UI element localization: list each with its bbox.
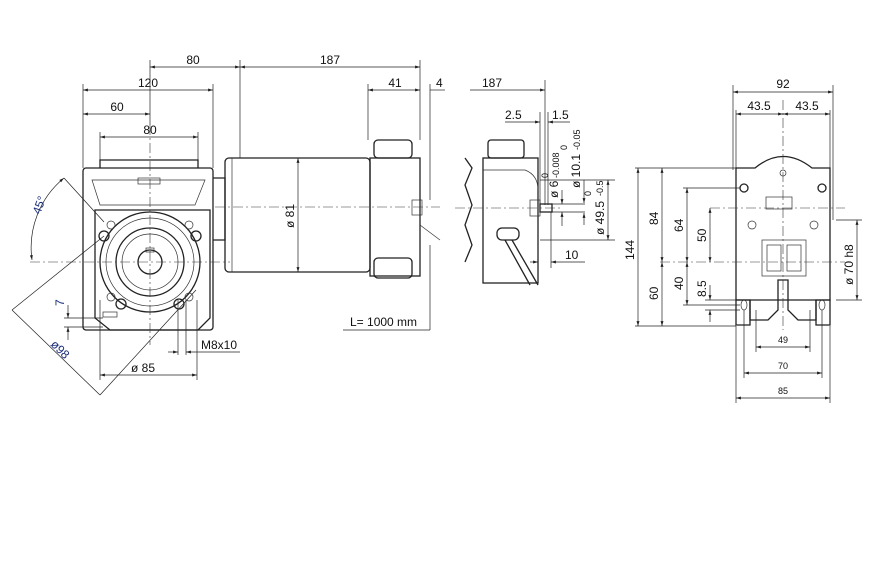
- dia-49-5-lower-tol: -0.5: [595, 180, 605, 196]
- dia-70-h8: ø 70 h8: [842, 244, 856, 285]
- dia-10-1: ø 10.1: [569, 154, 583, 188]
- dim-2-5: 2.5: [505, 108, 522, 122]
- bolt-holes: [98, 220, 202, 310]
- dia-10-1-lower-tol: -0.05: [572, 129, 582, 150]
- dim-85: 85: [778, 386, 788, 396]
- right-view: 92 43.5 43.5 144 84 60 64 40 50 8.5 ø 70…: [623, 77, 862, 403]
- dim-92: 92: [776, 77, 790, 91]
- dim-84: 84: [647, 211, 661, 225]
- dim-60: 60: [110, 100, 124, 114]
- dia-81: ø 81: [283, 204, 297, 228]
- dim-80-inner: 80: [143, 123, 157, 137]
- dim-60: 60: [647, 286, 661, 300]
- dia-49-5: ø 49.5: [593, 201, 607, 235]
- dia-6-upper-tol: 0: [540, 173, 550, 178]
- dim-8-5: 8.5: [695, 280, 709, 297]
- end-view: 187 2.5 1.5 ø 6 0 -0.008 ø 10.1 0 -0.05 …: [455, 76, 615, 286]
- dim-120: 120: [138, 76, 158, 90]
- dia-6-lower-tol: -0.008: [551, 152, 561, 178]
- dim-1-5: 1.5: [552, 108, 569, 122]
- dim-80-top: 80: [186, 53, 200, 67]
- thread-m8x10: M8x10: [201, 338, 237, 352]
- dim-43-5-left: 43.5: [747, 99, 771, 113]
- front-view: 120 60 80 80 45° ø98 7 ø 85 M8x10: [11, 53, 240, 396]
- dim-144: 144: [623, 240, 637, 260]
- motor-side-view: 187 41 4 ø 81 L= 1000 mm: [213, 53, 445, 331]
- dim-70: 70: [778, 361, 788, 371]
- dia-49-5-upper-tol: 0: [583, 191, 593, 196]
- dim-43-5-right: 43.5: [795, 99, 819, 113]
- end-dim-187: 187: [482, 76, 502, 90]
- dia-6: ø 6: [547, 180, 561, 198]
- angle-45: 45°: [30, 194, 49, 216]
- dim-41: 41: [388, 76, 402, 90]
- dia-98: ø98: [48, 337, 73, 362]
- dim-50: 50: [695, 228, 709, 242]
- dim-40: 40: [672, 276, 686, 290]
- dim-187: 187: [320, 53, 340, 67]
- dim-49: 49: [778, 335, 788, 345]
- dim-10: 10: [565, 248, 579, 262]
- dia-10-1-upper-tol: 0: [559, 145, 569, 150]
- dim-64: 64: [672, 218, 686, 232]
- dim-4: 4: [436, 76, 443, 90]
- dia-85: ø 85: [131, 361, 155, 375]
- dim-7: 7: [53, 299, 67, 306]
- cable-length: L= 1000 mm: [350, 315, 417, 329]
